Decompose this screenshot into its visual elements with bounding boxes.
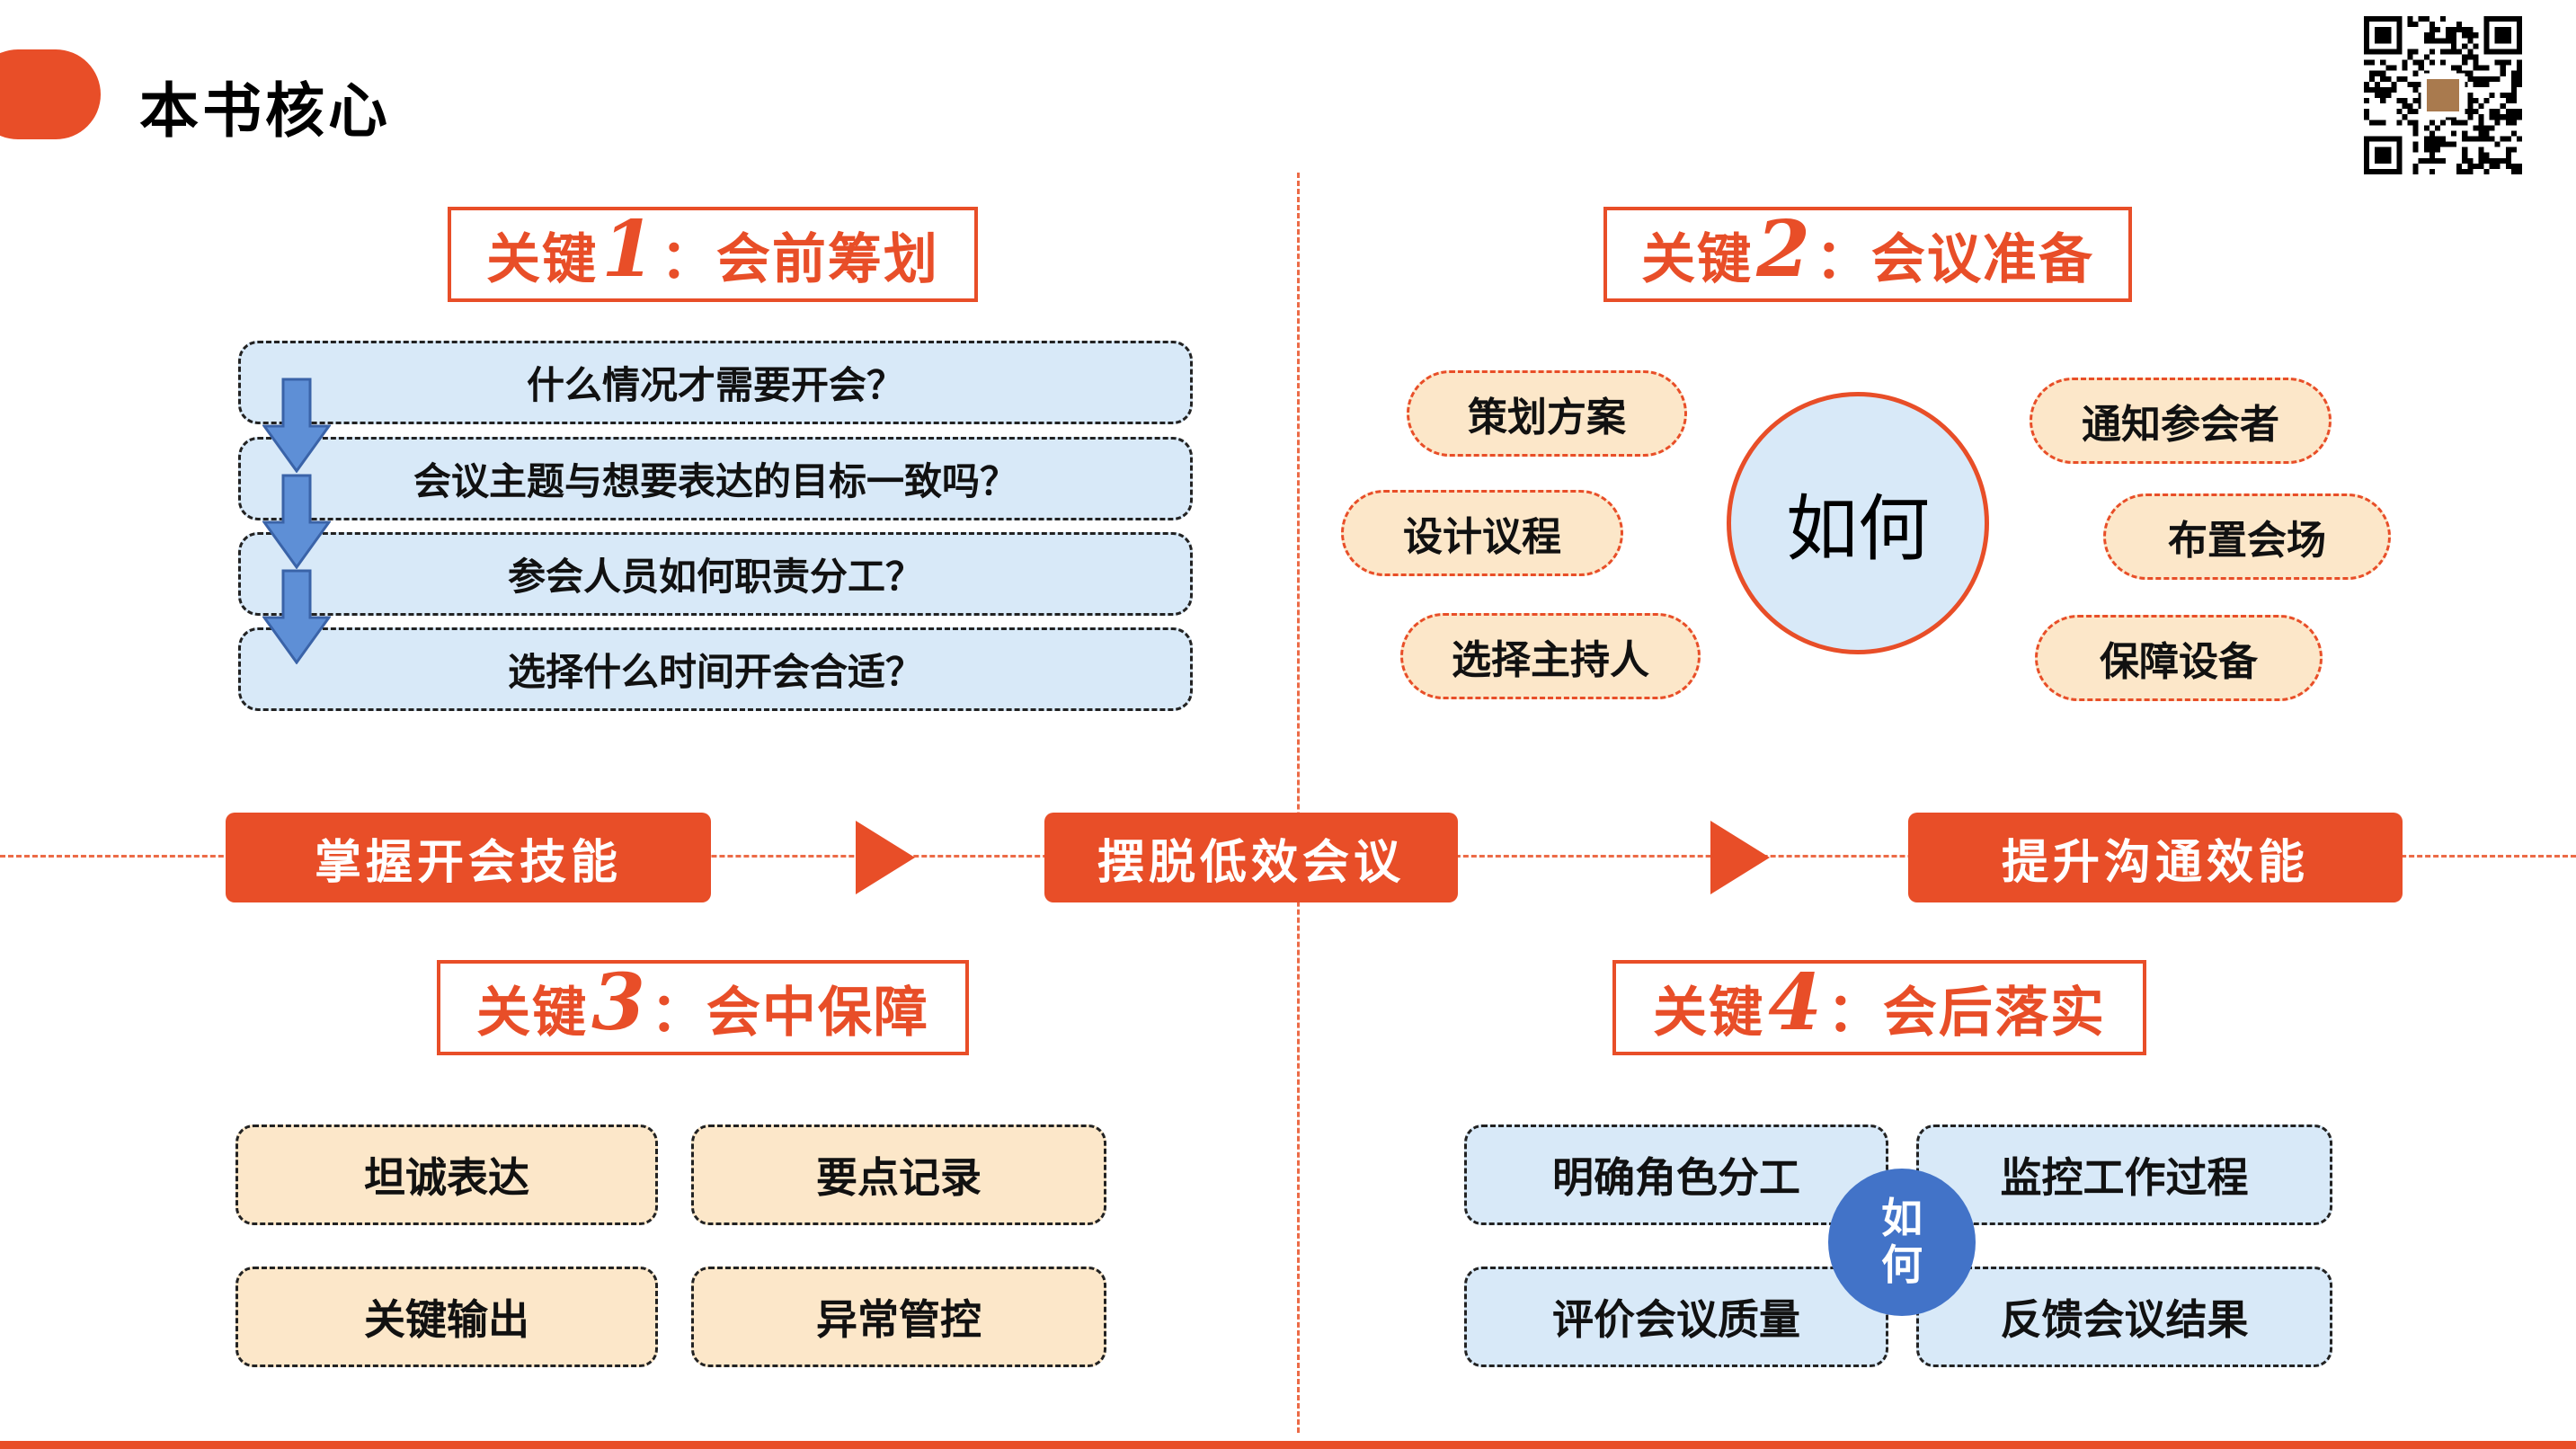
q4-center-char-1: 如 <box>1881 1195 1923 1242</box>
flow-step-1: 掌握开会技能 <box>226 813 711 902</box>
q4-item-evaluate: 评价会议质量 <box>1464 1267 1888 1367</box>
page-title: 本书核心 <box>139 77 391 144</box>
bottom-accent-bar <box>0 1441 2576 1449</box>
q1-step-1: 什么情况才需要开会？ <box>238 341 1193 424</box>
q3-item-control: 异常管控 <box>691 1267 1106 1367</box>
q3-item-output: 关键输出 <box>235 1267 658 1367</box>
down-arrow-icon <box>262 569 331 664</box>
q2-pill-venue: 布置会场 <box>2103 493 2391 580</box>
q4-center-circle: 如 何 <box>1828 1169 1976 1316</box>
q2-pill-notify: 通知参会者 <box>2030 378 2332 464</box>
q2-pill-plan: 策划方案 <box>1407 370 1687 457</box>
key2-number: 2 <box>1756 204 1812 296</box>
flow-step-2: 摆脱低效会议 <box>1044 813 1458 902</box>
qr-code-icon <box>2364 16 2522 174</box>
key4-number: 4 <box>1768 957 1824 1049</box>
key4-prefix: 关键 <box>1653 982 1765 1043</box>
down-arrow-icon <box>262 474 331 569</box>
q1-step-2: 会议主题与想要表达的目标一致吗？ <box>238 437 1193 520</box>
q3-item-express: 坦诚表达 <box>235 1125 658 1225</box>
right-arrow-icon <box>856 821 915 894</box>
q2-pill-equipment: 保障设备 <box>2035 615 2323 701</box>
key3-number: 3 <box>591 957 647 1049</box>
vertical-divider <box>1297 173 1300 1433</box>
down-arrow-icon <box>262 378 331 473</box>
key1-suffix: ：会前筹划 <box>660 228 939 289</box>
q2-pill-host: 选择主持人 <box>1400 613 1701 699</box>
key3-prefix: 关键 <box>476 982 589 1043</box>
q4-item-roles: 明确角色分工 <box>1464 1125 1888 1225</box>
key1-number: 1 <box>601 204 657 296</box>
q2-pill-agenda: 设计议程 <box>1341 490 1623 576</box>
q4-item-monitor: 监控工作过程 <box>1916 1125 2332 1225</box>
q4-center-char-2: 何 <box>1881 1241 1923 1288</box>
q2-center-circle: 如何 <box>1727 392 1989 654</box>
key4-suffix: ：会后落实 <box>1826 982 2106 1043</box>
q1-step-3: 参会人员如何职责分工？ <box>238 532 1193 616</box>
q1-step-4: 选择什么时间开会合适？ <box>238 627 1193 711</box>
key2-prefix: 关键 <box>1641 228 1754 289</box>
key3-suffix: ：会中保障 <box>650 982 929 1043</box>
key1-prefix: 关键 <box>486 228 599 289</box>
brand-pill <box>0 49 101 139</box>
key2-suffix: ：会议准备 <box>1815 228 2094 289</box>
q3-item-notes: 要点记录 <box>691 1125 1106 1225</box>
flow-step-3: 提升沟通效能 <box>1908 813 2403 902</box>
q4-item-feedback: 反馈会议结果 <box>1916 1267 2332 1367</box>
right-arrow-icon <box>1710 821 1770 894</box>
